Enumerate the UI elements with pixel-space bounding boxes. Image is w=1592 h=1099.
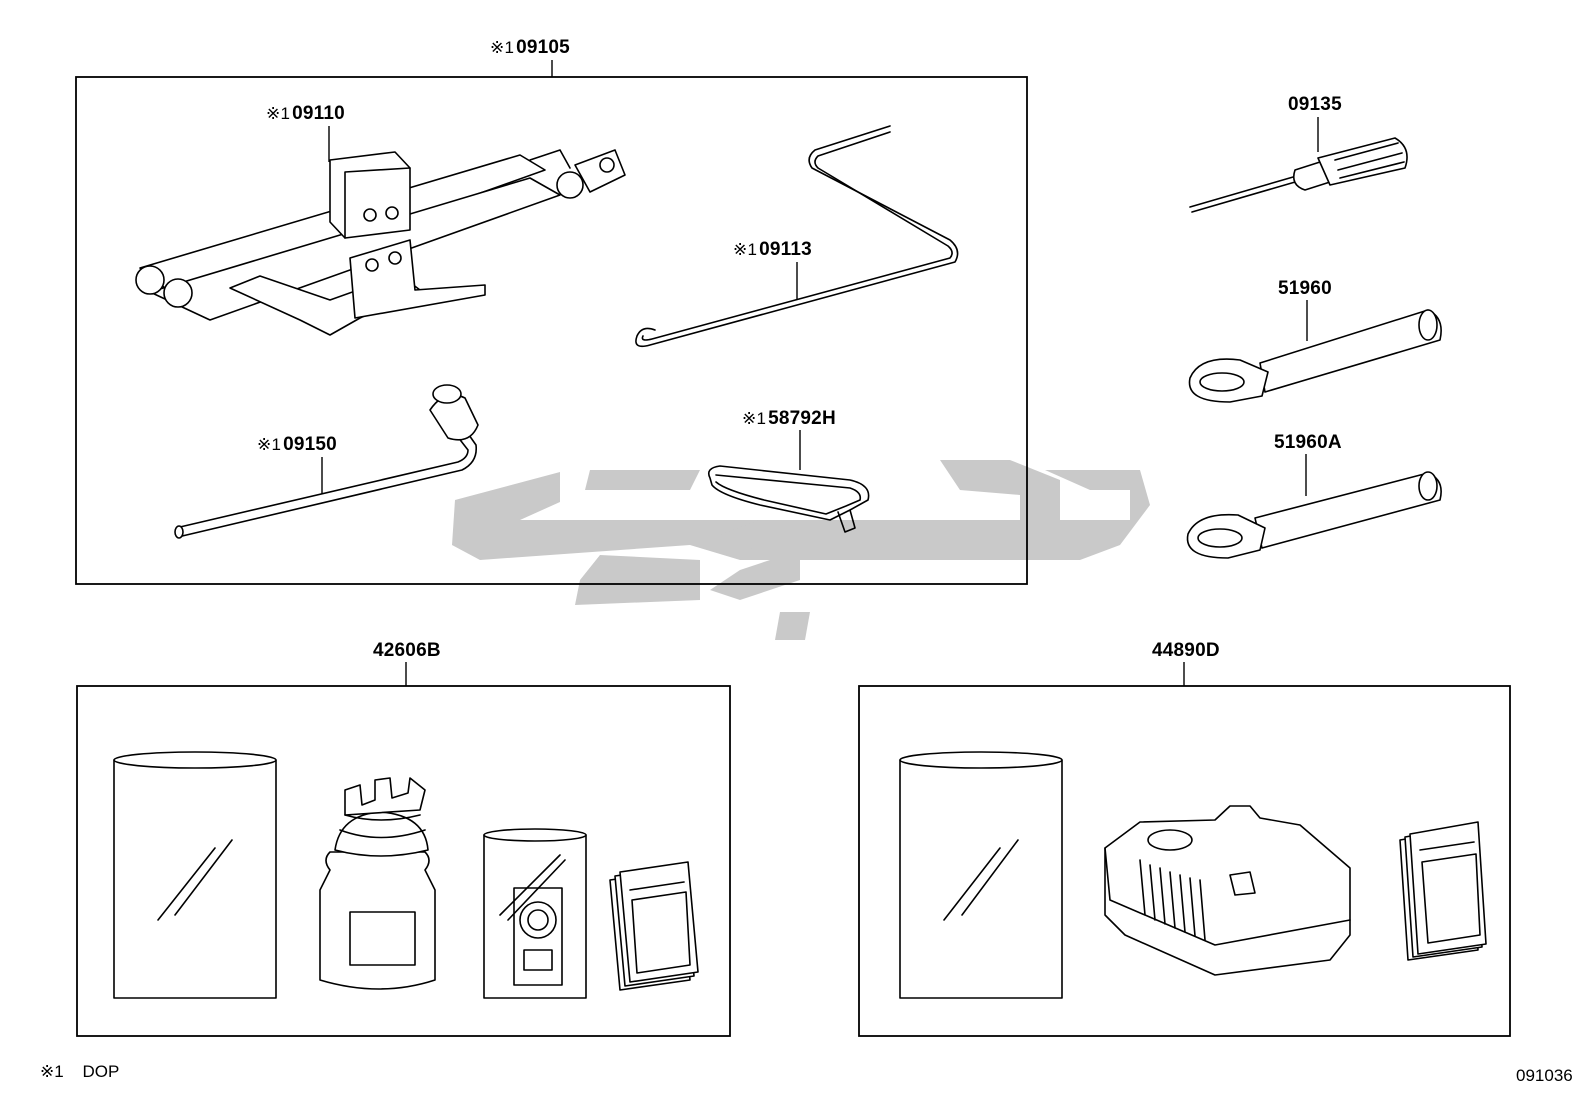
towing-eye-label: 51960 bbox=[1278, 278, 1332, 300]
repair-kit-box bbox=[76, 685, 731, 1037]
compressor-kit-label: 44890D bbox=[1152, 640, 1220, 662]
towing-eye-illustration bbox=[1188, 309, 1442, 403]
jack-handle-clip-part-no: 58792H bbox=[768, 408, 836, 429]
air-compressor-illustration bbox=[1104, 805, 1351, 976]
wheel-nut-wrench-illustration bbox=[174, 384, 479, 539]
towing-eye-part-no: 51960 bbox=[1278, 278, 1332, 299]
manual-booklet-illustration bbox=[609, 861, 699, 991]
jack-illustration bbox=[135, 149, 626, 336]
watermark-logo bbox=[452, 460, 1150, 640]
jack-handle-illustration bbox=[635, 125, 959, 348]
dop-mark: ※1 bbox=[742, 409, 767, 428]
dop-mark: ※1 bbox=[266, 104, 291, 123]
figure-id: 091036 bbox=[1516, 1066, 1573, 1085]
footnote: ※1 DOP bbox=[40, 1062, 119, 1082]
sticker-pack-illustration bbox=[483, 828, 587, 999]
screwdriver-part-no: 09135 bbox=[1288, 94, 1342, 115]
screwdriver-illustration bbox=[1189, 137, 1408, 213]
jack-handle-part-no: 09113 bbox=[759, 239, 812, 260]
tool-set-part-no: 09105 bbox=[516, 37, 570, 58]
jack-part-no: 09110 bbox=[292, 103, 345, 124]
compressor-manual-illustration bbox=[1399, 821, 1487, 961]
towing-eye-alt-label: 51960A bbox=[1274, 432, 1342, 454]
dop-mark: ※1 bbox=[490, 38, 515, 57]
sealant-bag-illustration bbox=[113, 751, 277, 999]
compressor-bag-illustration bbox=[899, 751, 1063, 999]
dop-mark: ※1 bbox=[733, 240, 758, 259]
footnote-mark: ※1 bbox=[40, 1062, 64, 1081]
wheel-nut-wrench-part-no: 09150 bbox=[283, 434, 337, 455]
repair-kit-part-no: 42606B bbox=[373, 640, 441, 661]
repair-kit-label: 42606B bbox=[373, 640, 441, 662]
screwdriver-label: 09135 bbox=[1288, 94, 1342, 116]
towing-eye-alt-illustration bbox=[1186, 471, 1442, 559]
footnote-text: DOP bbox=[82, 1062, 120, 1081]
towing-eye-alt-part-no: 51960A bbox=[1274, 432, 1342, 453]
dop-mark: ※1 bbox=[257, 435, 282, 454]
jack-handle-clip-illustration bbox=[707, 465, 870, 533]
sealant-bottle-illustration bbox=[319, 777, 436, 990]
compressor-kit-part-no: 44890D bbox=[1152, 640, 1220, 661]
